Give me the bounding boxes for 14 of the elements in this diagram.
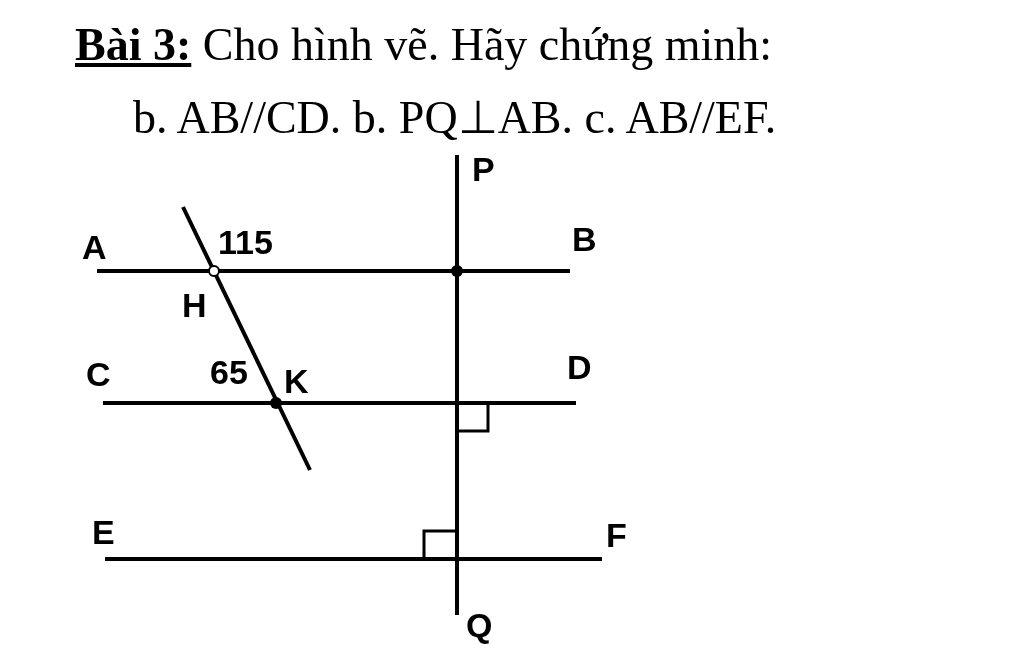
- point-label: P: [472, 152, 495, 186]
- angle-label: 65: [210, 355, 248, 389]
- angle-label: 115: [218, 225, 273, 259]
- point-label: H: [182, 288, 207, 322]
- point-label: K: [284, 364, 309, 398]
- point-label: E: [92, 515, 115, 549]
- point-label: D: [567, 350, 592, 384]
- point-label: A: [82, 230, 107, 264]
- point-label: C: [86, 357, 111, 391]
- point-label: B: [572, 222, 597, 256]
- point-label: Q: [466, 608, 493, 642]
- point-label: F: [606, 518, 627, 552]
- exercise-title: Bài 3: Cho hình vẽ. Hãy chứng minh:: [75, 22, 772, 68]
- exercise-statement: b. AB//CD. b. PQ⊥AB. c. AB//EF.: [133, 95, 777, 141]
